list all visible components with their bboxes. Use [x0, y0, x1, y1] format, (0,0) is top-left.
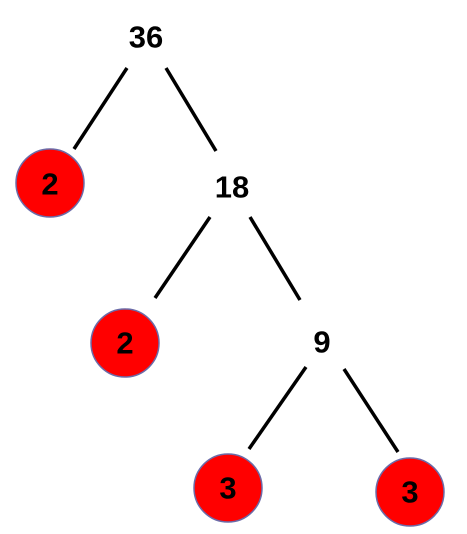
- prime-circle-level2: [90, 308, 160, 378]
- branch-18-to-2: [153, 216, 212, 299]
- branch-36-to-18: [164, 67, 218, 152]
- node-composite-level1-label: 18: [215, 170, 249, 205]
- branch-18-to-9: [248, 216, 302, 301]
- branch-9-to-3-right: [342, 368, 400, 453]
- node-prime-level3-left-label: 3: [219, 471, 236, 506]
- prime-circle-level1: [15, 148, 85, 218]
- node-composite-level2-label: 9: [313, 325, 330, 360]
- prime-circle-level3-left: [193, 453, 263, 523]
- branch-9-to-3-left: [247, 366, 308, 450]
- node-prime-level1-label: 2: [41, 167, 58, 202]
- branch-36-to-2: [72, 67, 129, 150]
- node-prime-level3-right-label: 3: [401, 475, 418, 510]
- node-root-label: 36: [129, 20, 163, 55]
- prime-circle-level3-right: [375, 457, 445, 527]
- node-prime-level2-label: 2: [116, 326, 133, 361]
